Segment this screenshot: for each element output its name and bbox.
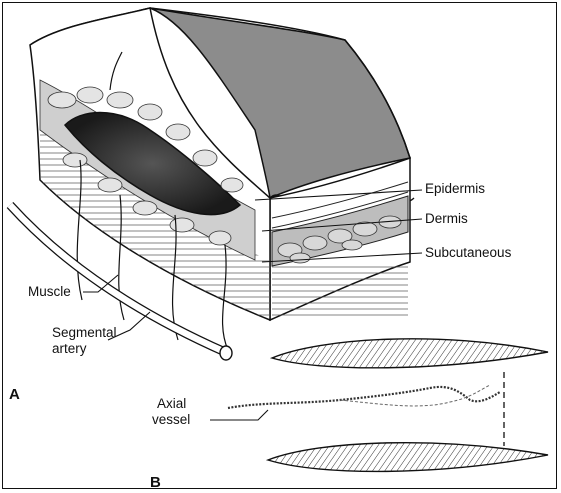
label-muscle: Muscle [28,284,71,299]
label-axial-line1: Axial [157,396,186,411]
axial-flap-panel-b [228,339,548,472]
label-segmental-line1: Segmental [52,325,117,340]
panel-label-b: B [150,474,161,491]
flap-lower [268,443,548,472]
label-axial-line2: vessel [152,412,190,427]
flap-upper [272,339,548,368]
label-segmental-line2: artery [52,341,87,356]
label-dermis: Dermis [425,211,468,226]
skin-block-panel-a [10,8,414,360]
label-subcutaneous: Subcutaneous [425,245,511,260]
panel-label-a: A [9,386,20,403]
axial-vessel-line [228,387,500,408]
label-epidermis: Epidermis [425,181,485,196]
